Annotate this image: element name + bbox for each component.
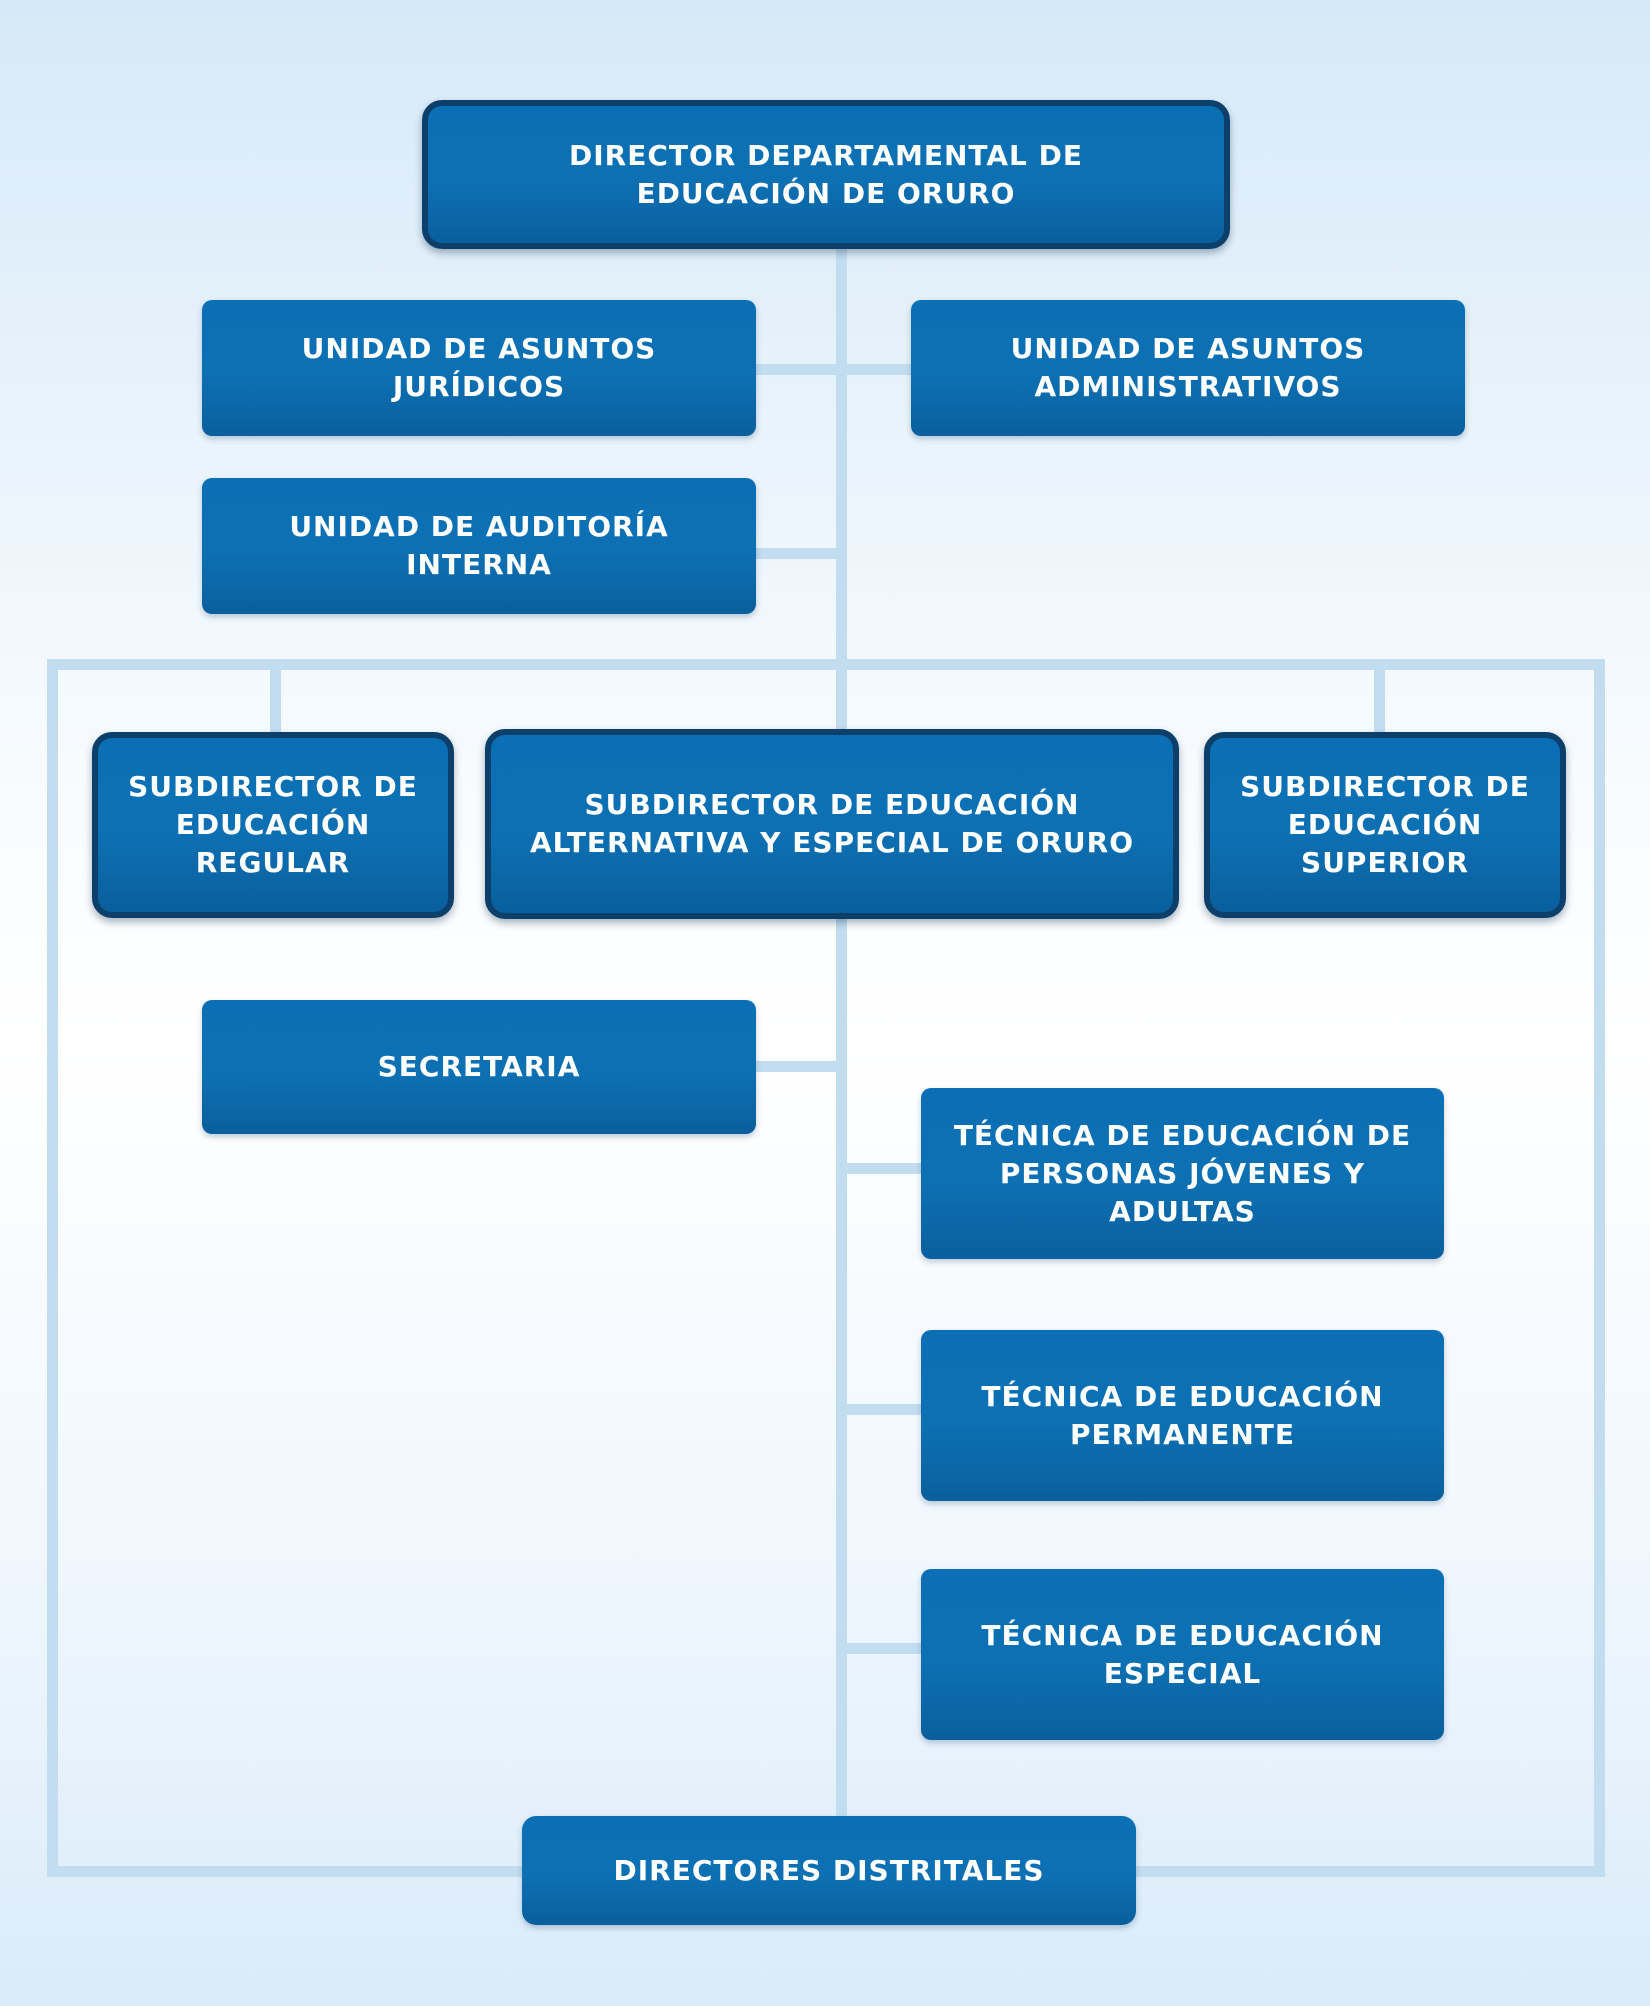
- sub-alternativa-label: SUBDIRECTOR DE EDUCACIÓN ALTERNATIVA Y E…: [529, 788, 1135, 859]
- tec-especial-box: TÉCNICA DE EDUCACIÓN ESPECIAL: [921, 1569, 1444, 1740]
- administrativos-label: UNIDAD DE ASUNTOS ADMINISTRATIVOS: [1010, 332, 1366, 403]
- sub-regular-box: SUBDIRECTOR DE EDUCACIÓN REGULAR: [92, 732, 454, 918]
- juridicos-label: UNIDAD DE ASUNTOS JURÍDICOS: [301, 332, 657, 403]
- tec-permanente-label: TÉCNICA DE EDUCACIÓN PERMANENTE: [981, 1379, 1384, 1451]
- sub-alternativa-box: SUBDIRECTOR DE EDUCACIÓN ALTERNATIVA Y E…: [485, 729, 1179, 919]
- connector-main-vertical: [836, 245, 847, 1830]
- tec-jovenes-box: TÉCNICA DE EDUCACIÓN DE PERSONAS JÓVENES…: [921, 1088, 1444, 1259]
- juridicos-box: UNIDAD DE ASUNTOS JURÍDICOS: [202, 300, 756, 436]
- connector-tec-jovenes: [836, 1163, 922, 1174]
- auditoria-box: UNIDAD DE AUDITORÍA INTERNA: [202, 478, 756, 614]
- auditoria-label: UNIDAD DE AUDITORÍA INTERNA: [289, 510, 669, 581]
- sub-regular-label: SUBDIRECTOR DE EDUCACIÓN REGULAR: [128, 770, 418, 879]
- connector-administrativos: [836, 364, 912, 375]
- distritales-box: DIRECTORES DISTRITALES: [522, 1816, 1136, 1925]
- connector-tec-permanente: [836, 1404, 922, 1415]
- tec-permanente-box: TÉCNICA DE EDUCACIÓN PERMANENTE: [921, 1330, 1444, 1501]
- secretaria-label: SECRETARIA: [377, 1050, 581, 1083]
- sub-superior-label: SUBDIRECTOR DE EDUCACIÓN SUPERIOR: [1240, 770, 1530, 879]
- connector-frame-left: [47, 659, 58, 1877]
- connector-secretaria: [755, 1061, 846, 1072]
- connector-auditoria: [755, 548, 846, 559]
- director-label: DIRECTOR DEPARTAMENTAL DE EDUCACIÓN DE O…: [569, 138, 1083, 210]
- connector-sub-regular: [270, 659, 281, 732]
- administrativos-box: UNIDAD DE ASUNTOS ADMINISTRATIVOS: [911, 300, 1465, 436]
- connector-sub-superior: [1374, 659, 1385, 732]
- tec-jovenes-label: TÉCNICA DE EDUCACIÓN DE PERSONAS JÓVENES…: [953, 1118, 1412, 1228]
- connector-frame-top: [47, 659, 1605, 670]
- connector-tec-especial: [836, 1643, 922, 1654]
- sub-superior-box: SUBDIRECTOR DE EDUCACIÓN SUPERIOR: [1204, 732, 1566, 918]
- connector-juridicos: [755, 364, 846, 375]
- director-box: DIRECTOR DEPARTAMENTAL DE EDUCACIÓN DE O…: [422, 100, 1230, 249]
- distritales-label: DIRECTORES DISTRITALES: [613, 1853, 1045, 1887]
- tec-especial-label: TÉCNICA DE EDUCACIÓN ESPECIAL: [981, 1618, 1384, 1690]
- secretaria-box: SECRETARIA: [202, 1000, 756, 1134]
- connector-frame-right: [1594, 659, 1605, 1877]
